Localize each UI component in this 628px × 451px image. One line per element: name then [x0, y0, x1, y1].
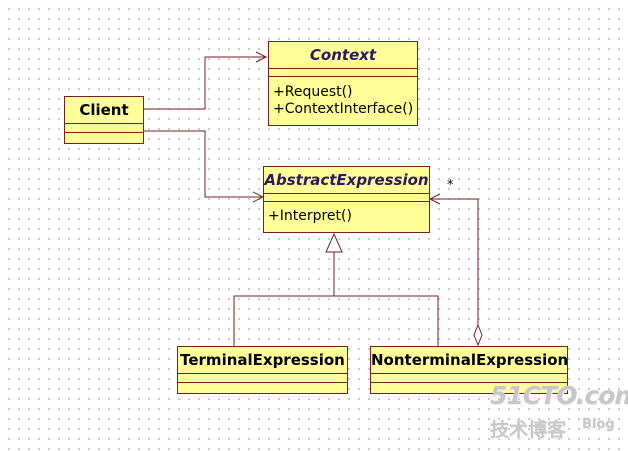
class-nonterminal-expression-attributes: [371, 374, 567, 383]
operation-interpret: +Interpret(): [268, 208, 352, 224]
generalization-nonterminal: [334, 295, 439, 346]
class-context[interactable]: Context +Request() +ContextInterface(): [268, 41, 418, 126]
class-context-name: Context: [269, 42, 417, 69]
class-abstract-expression-name: AbstractExpression: [264, 167, 429, 194]
class-client-operations: [65, 133, 143, 142]
watermark-site: 51CTO.com: [490, 381, 628, 410]
operation-request: +Request(): [273, 84, 353, 100]
association-arrowhead-context: [255, 51, 268, 63]
generalization-terminal: [233, 251, 335, 346]
operation-context-interface: +ContextInterface(): [273, 101, 414, 117]
association-client-abstract-expression: [144, 130, 262, 198]
class-terminal-expression[interactable]: TerminalExpression: [177, 346, 348, 394]
association-client-context: [144, 56, 265, 110]
watermark-subtitle: 技术博客: [490, 419, 567, 441]
class-client-attributes: [65, 124, 143, 133]
class-terminal-expression-operations: [178, 383, 347, 392]
generalization-triangle: [325, 232, 343, 253]
class-abstract-expression[interactable]: AbstractExpression +Interpret(): [263, 166, 430, 233]
aggregation-line: [431, 198, 479, 325]
class-terminal-expression-attributes: [178, 374, 347, 383]
class-abstract-expression-attributes: [264, 194, 429, 202]
aggregation-diamond: [473, 323, 483, 347]
class-client[interactable]: Client: [64, 96, 144, 144]
class-nonterminal-expression[interactable]: NonterminalExpression: [370, 346, 568, 394]
class-client-name: Client: [65, 97, 143, 124]
watermark-blog: Blog: [582, 417, 615, 432]
aggregation-multiplicity: *: [447, 178, 454, 193]
class-context-operations: +Request() +ContextInterface(): [269, 77, 417, 118]
class-terminal-expression-name: TerminalExpression: [178, 347, 347, 374]
aggregation-arrowhead: [428, 193, 441, 205]
class-nonterminal-expression-name: NonterminalExpression: [371, 347, 567, 374]
class-context-attributes: [269, 69, 417, 77]
class-abstract-expression-operations: +Interpret(): [264, 202, 429, 225]
